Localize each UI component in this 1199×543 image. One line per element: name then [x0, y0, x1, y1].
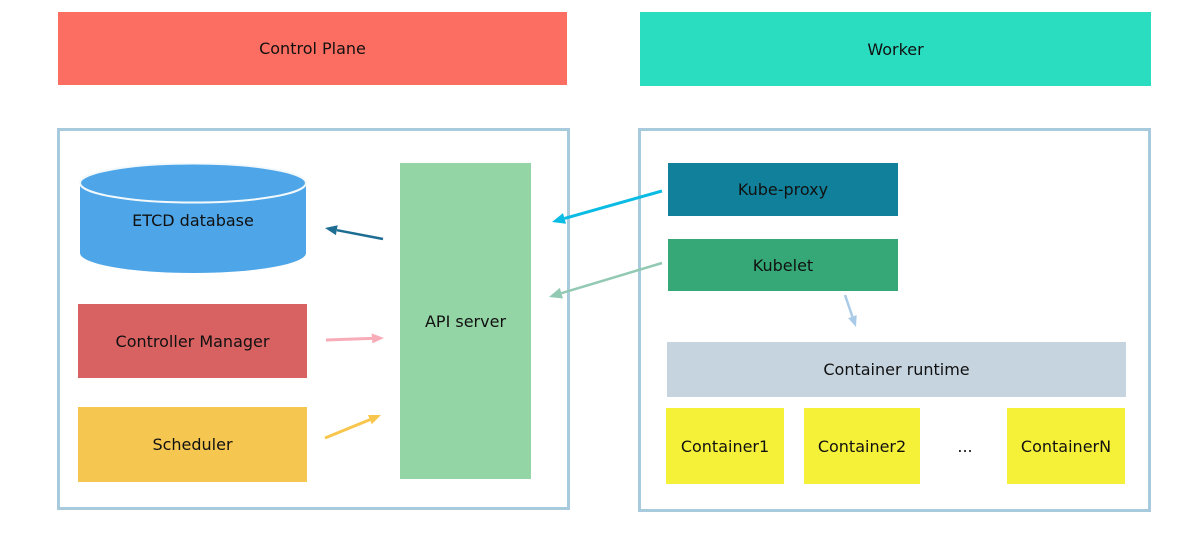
control-plane-header: Control Plane	[58, 12, 567, 85]
container1-label: Container1	[680, 436, 770, 456]
worker-header: Worker	[640, 12, 1151, 86]
containers-ellipsis: ...	[930, 408, 1000, 484]
scheduler-node: Scheduler	[78, 407, 307, 482]
containerN-label: ContainerN	[1020, 436, 1112, 456]
api-server-label: API server	[424, 311, 507, 331]
kubelet-label: Kubelet	[752, 255, 814, 275]
scheduler-label: Scheduler	[152, 435, 233, 454]
etcd-database-label: ETCD database	[132, 211, 254, 230]
container-runtime-node: Container runtime	[667, 342, 1126, 397]
controller-manager-label: Controller Manager	[115, 331, 270, 351]
kube-proxy-node: Kube-proxy	[668, 163, 898, 216]
controller-manager-node: Controller Manager	[78, 304, 307, 378]
container1-node: Container1	[666, 408, 784, 484]
kube-proxy-label: Kube-proxy	[737, 180, 829, 199]
etcd-database-node: ETCD database	[79, 163, 307, 275]
api-server-node: API server	[400, 163, 531, 479]
worker-header-label: Worker	[867, 39, 924, 59]
container2-node: Container2	[804, 408, 920, 484]
database-cylinder-icon	[79, 163, 307, 273]
container-runtime-label: Container runtime	[823, 360, 970, 379]
kubelet-node: Kubelet	[668, 239, 898, 291]
containerN-node: ContainerN	[1007, 408, 1125, 484]
container2-label: Container2	[817, 436, 907, 456]
containers-ellipsis-label: ...	[957, 436, 973, 456]
control-plane-header-label: Control Plane	[259, 39, 366, 58]
